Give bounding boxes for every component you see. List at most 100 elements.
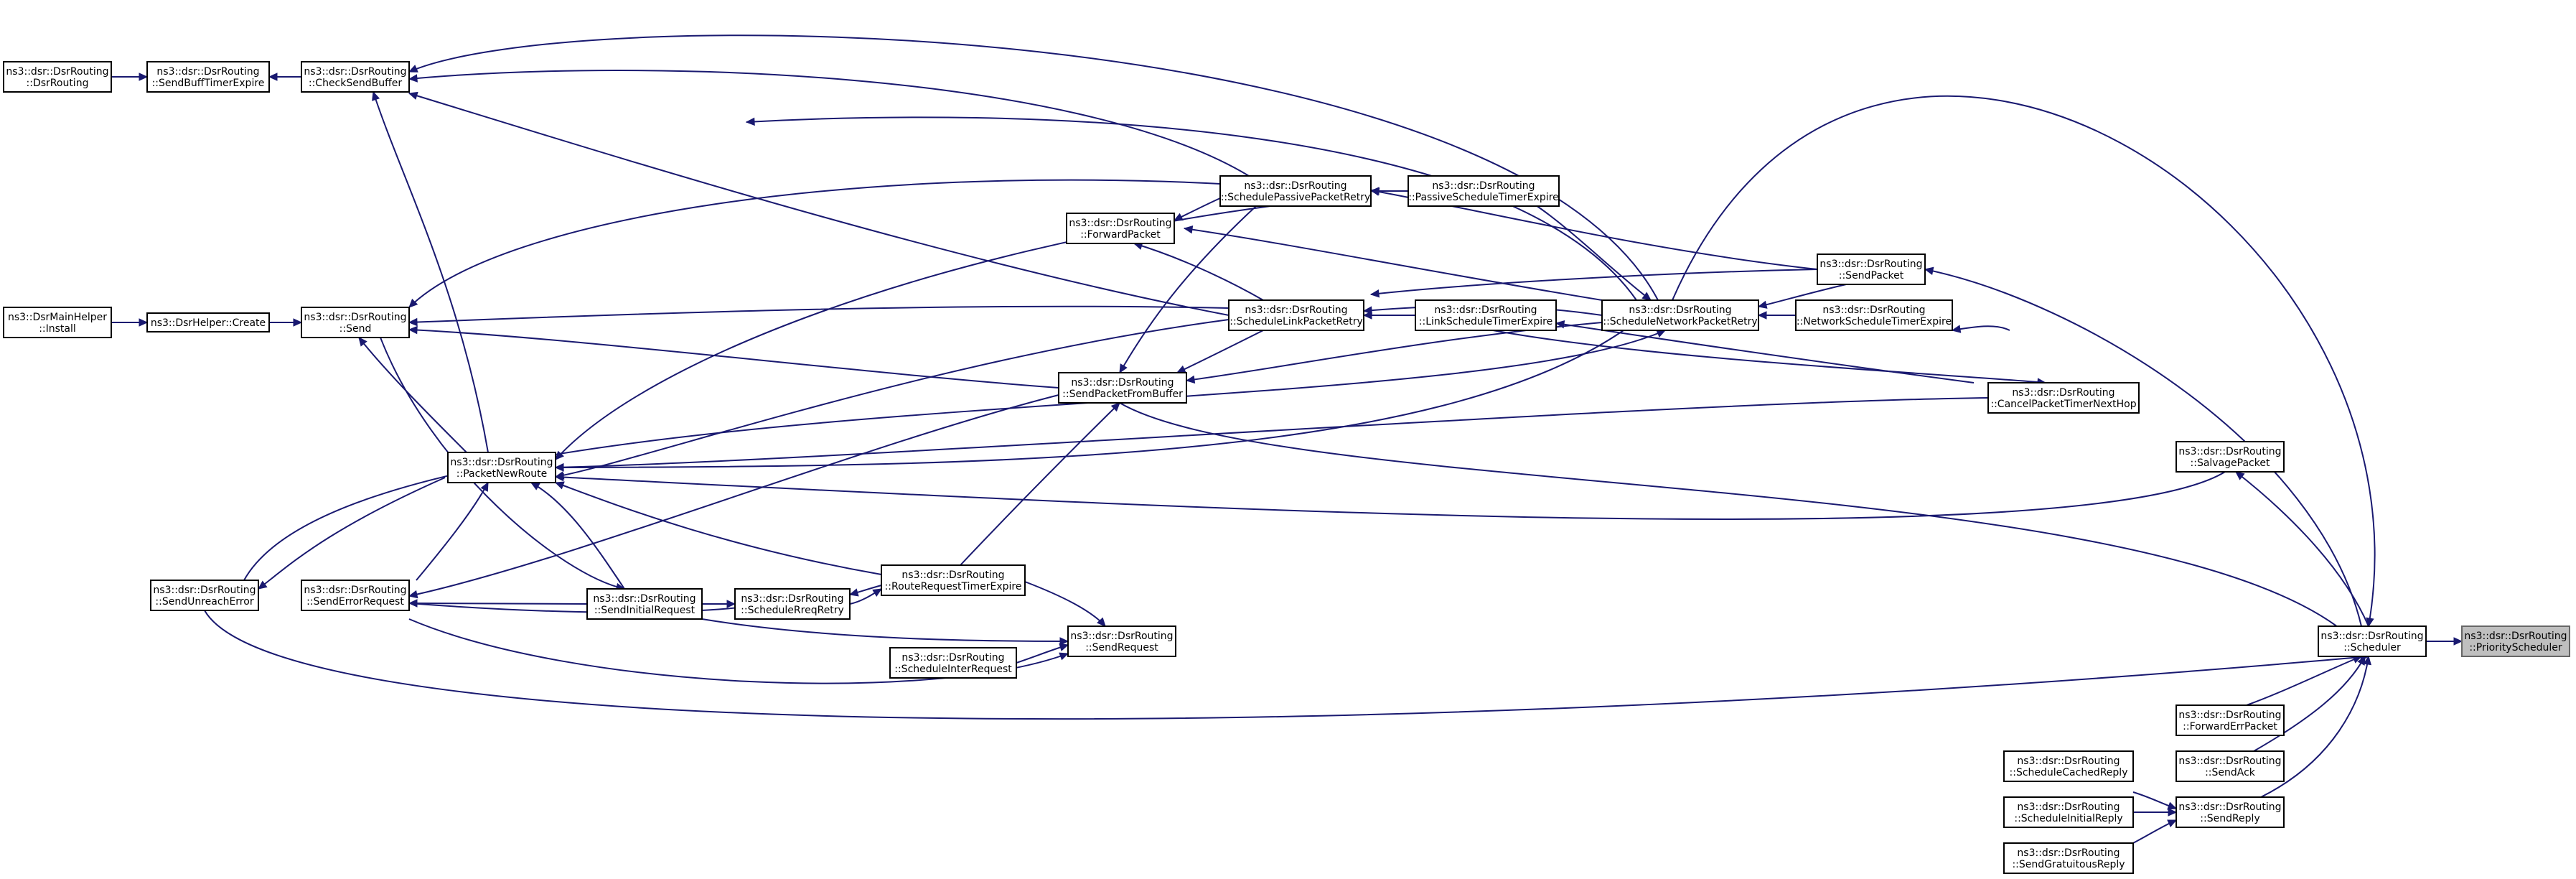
node-packet-new-route[interactable]: ns3::dsr::DsrRouting::PacketNewRoute: [447, 452, 556, 483]
node-schedule-cached-reply[interactable]: ns3::dsr::DsrRouting::ScheduleCachedRepl…: [2003, 750, 2134, 782]
node-label: ::LinkScheduleTimerExpire: [1419, 316, 1552, 327]
node-label: ::ForwardErrPacket: [2183, 721, 2277, 732]
arrowhead-icon: [1110, 402, 1120, 412]
node-schedule-initial-reply[interactable]: ns3::dsr::DsrRouting::ScheduleInitialRep…: [2003, 796, 2134, 828]
node-send-request[interactable]: ns3::dsr::DsrRouting::SendRequest: [1067, 625, 1176, 657]
arrowhead-icon: [2167, 819, 2178, 828]
call-edge-31: [1119, 205, 1257, 373]
node-route-request-timer-expire[interactable]: ns3::dsr::DsrRouting::RouteRequestTimerE…: [881, 564, 1026, 596]
node-priority-scheduler[interactable]: ns3::dsr::DsrRouting::PriorityScheduler: [2461, 625, 2570, 657]
node-send-buff-timer-expire[interactable]: ns3::dsr::DsrRouting::SendBuffTimerExpir…: [146, 61, 270, 93]
node-label: ::SendGratuitousReply: [2012, 859, 2125, 870]
node-schedule-inter-request[interactable]: ns3::dsr::DsrRouting::ScheduleInterReque…: [889, 647, 1017, 679]
node-label: ns3::dsr::DsrRouting: [2178, 801, 2281, 813]
arrowhead-icon: [2167, 801, 2178, 810]
node-send-unreach-error[interactable]: ns3::dsr::DsrRouting::SendUnreachError: [150, 580, 259, 611]
node-label: ns3::DsrHelper::Create: [151, 317, 266, 329]
call-edge-47: [408, 603, 588, 605]
node-box: [1601, 299, 1759, 331]
node-box: [1817, 254, 1926, 285]
arrowhead-icon: [745, 117, 755, 126]
node-schedule-link-packet-retry[interactable]: ns3::dsr::DsrRouting::ScheduleLinkPacket…: [1228, 299, 1364, 331]
node-label: ::ScheduleRreqRetry: [741, 605, 844, 616]
call-edge-52: [358, 337, 467, 453]
arrowhead-icon: [554, 481, 565, 490]
node-schedule-network-packet-retry[interactable]: ns3::dsr::DsrRouting::ScheduleNetworkPac…: [1601, 299, 1759, 331]
node-send-ack[interactable]: ns3::dsr::DsrRouting::SendAck: [2175, 750, 2285, 782]
call-edge-28: [408, 70, 1250, 177]
node-label: ns3::DsrMainHelper: [8, 312, 107, 323]
node-label: ::ForwardPacket: [1080, 229, 1161, 241]
function-nodes: ns3::dsr::DsrRouting::PrioritySchedulern…: [3, 61, 2570, 874]
node-schedule-rreq-retry[interactable]: ns3::dsr::DsrRouting::ScheduleRreqRetry: [734, 588, 851, 620]
arrowhead-icon: [1059, 643, 1069, 651]
node-box: [2003, 750, 2134, 782]
call-edge-1: [1924, 269, 2362, 627]
node-forward-packet[interactable]: ns3::dsr::DsrRouting::ForwardPacket: [1066, 213, 1175, 244]
call-edge-27: [408, 179, 1221, 308]
node-label: ns3::dsr::DsrRouting: [2178, 755, 2281, 767]
node-dsr-routing[interactable]: ns3::dsr::DsrRouting::DsrRouting: [3, 61, 112, 93]
node-send-reply[interactable]: ns3::dsr::DsrRouting::SendReply: [2175, 796, 2285, 828]
node-label: ns3::dsr::DsrRouting: [1629, 304, 1731, 316]
node-label: ::ScheduleLinkPacketRetry: [1230, 316, 1362, 327]
node-label: ns3::dsr::DsrRouting: [450, 457, 553, 468]
node-box: [2175, 796, 2285, 828]
arrowhead-icon: [1176, 365, 1186, 373]
node-send-error-request[interactable]: ns3::dsr::DsrRouting::SendErrorRequest: [301, 580, 410, 611]
node-schedule-passive-packet-retry[interactable]: ns3::dsr::DsrRouting::SchedulePassivePac…: [1219, 175, 1372, 207]
node-dsr-helper-create[interactable]: ns3::DsrHelper::Create: [146, 312, 270, 332]
node-label: ::RouteRequestTimerExpire: [885, 581, 1022, 592]
node-salvage-packet[interactable]: ns3::dsr::DsrRouting::SalvagePacket: [2175, 441, 2285, 473]
node-box: [146, 312, 270, 332]
node-passive-schedule-timer-expire[interactable]: ns3::dsr::DsrRouting::PassiveScheduleTim…: [1408, 175, 1560, 207]
arrowhead-icon: [268, 73, 278, 81]
call-edge-40: [960, 402, 1120, 566]
node-label: ns3::dsr::DsrRouting: [2178, 446, 2281, 457]
node-label: ::SendRequest: [1085, 642, 1158, 654]
node-network-schedule-timer-expire[interactable]: ns3::dsr::DsrRouting::NetworkScheduleTim…: [1795, 299, 1953, 331]
call-edges: [111, 34, 2463, 844]
node-label: ns3::dsr::DsrRouting: [304, 66, 406, 78]
call-edge-32: [408, 305, 1230, 323]
node-box: [2175, 441, 2285, 473]
node-send-gratuitous-reply[interactable]: ns3::dsr::DsrRouting::SendGratuitousRepl…: [2003, 842, 2134, 874]
call-edge-26: [1492, 330, 2046, 383]
node-scheduler[interactable]: ns3::dsr::DsrRouting::Scheduler: [2318, 625, 2427, 657]
call-edge-50: [258, 477, 446, 590]
node-box: [3, 61, 112, 93]
call-edge-49: [530, 482, 625, 590]
node-label: ::ScheduleInitialReply: [2014, 813, 2122, 824]
node-label: ::PacketNewRoute: [456, 468, 547, 480]
call-edge-14: [555, 397, 1989, 468]
node-box: [150, 580, 259, 611]
node-box: [1058, 372, 1187, 404]
node-label: ns3::dsr::DsrRouting: [1819, 259, 1922, 270]
node-link-schedule-timer-expire[interactable]: ns3::dsr::DsrRouting::LinkScheduleTimerE…: [1415, 299, 1557, 331]
arrowhead-icon: [1924, 266, 1934, 275]
node-send-packet[interactable]: ns3::dsr::DsrRouting::SendPacket: [1817, 254, 1926, 285]
arrowhead-icon: [1173, 213, 1184, 221]
node-send-packet-from-buffer[interactable]: ns3::dsr::DsrRouting::SendPacketFromBuff…: [1058, 372, 1187, 404]
call-edge-56: [408, 603, 747, 613]
arrowhead-icon: [408, 74, 418, 83]
node-cancel-packet-timer-next-hop[interactable]: ns3::dsr::DsrRouting::CancelPacketTimerN…: [1987, 382, 2140, 414]
node-check-send-buffer[interactable]: ns3::dsr::DsrRouting::CheckSendBuffer: [301, 61, 410, 93]
call-edge-11: [1370, 269, 1818, 295]
node-dsr-main-helper-install[interactable]: ns3::DsrMainHelper::Install: [3, 307, 112, 338]
arrowhead-icon: [1757, 311, 1767, 320]
call-edge-20: [1672, 95, 2376, 627]
arrowhead-icon: [2366, 617, 2374, 628]
call-edge-39: [1119, 402, 2369, 657]
node-box: [2175, 750, 2285, 782]
node-label: ::Scheduler: [2343, 642, 2401, 654]
arrowhead-icon: [372, 90, 380, 101]
node-label: ::CancelPacketTimerNextHop: [1990, 399, 2136, 410]
node-send-initial-request[interactable]: ns3::dsr::DsrRouting::SendInitialRequest: [586, 588, 703, 620]
node-send[interactable]: ns3::dsr::DsrRouting::Send: [301, 307, 410, 338]
node-label: ns3::dsr::DsrRouting: [2178, 710, 2281, 721]
call-edge-21: [555, 330, 1624, 468]
node-forward-err-packet[interactable]: ns3::dsr::DsrRouting::ForwardErrPacket: [2175, 704, 2285, 736]
node-label: ns3::dsr::DsrRouting: [1071, 377, 1174, 389]
